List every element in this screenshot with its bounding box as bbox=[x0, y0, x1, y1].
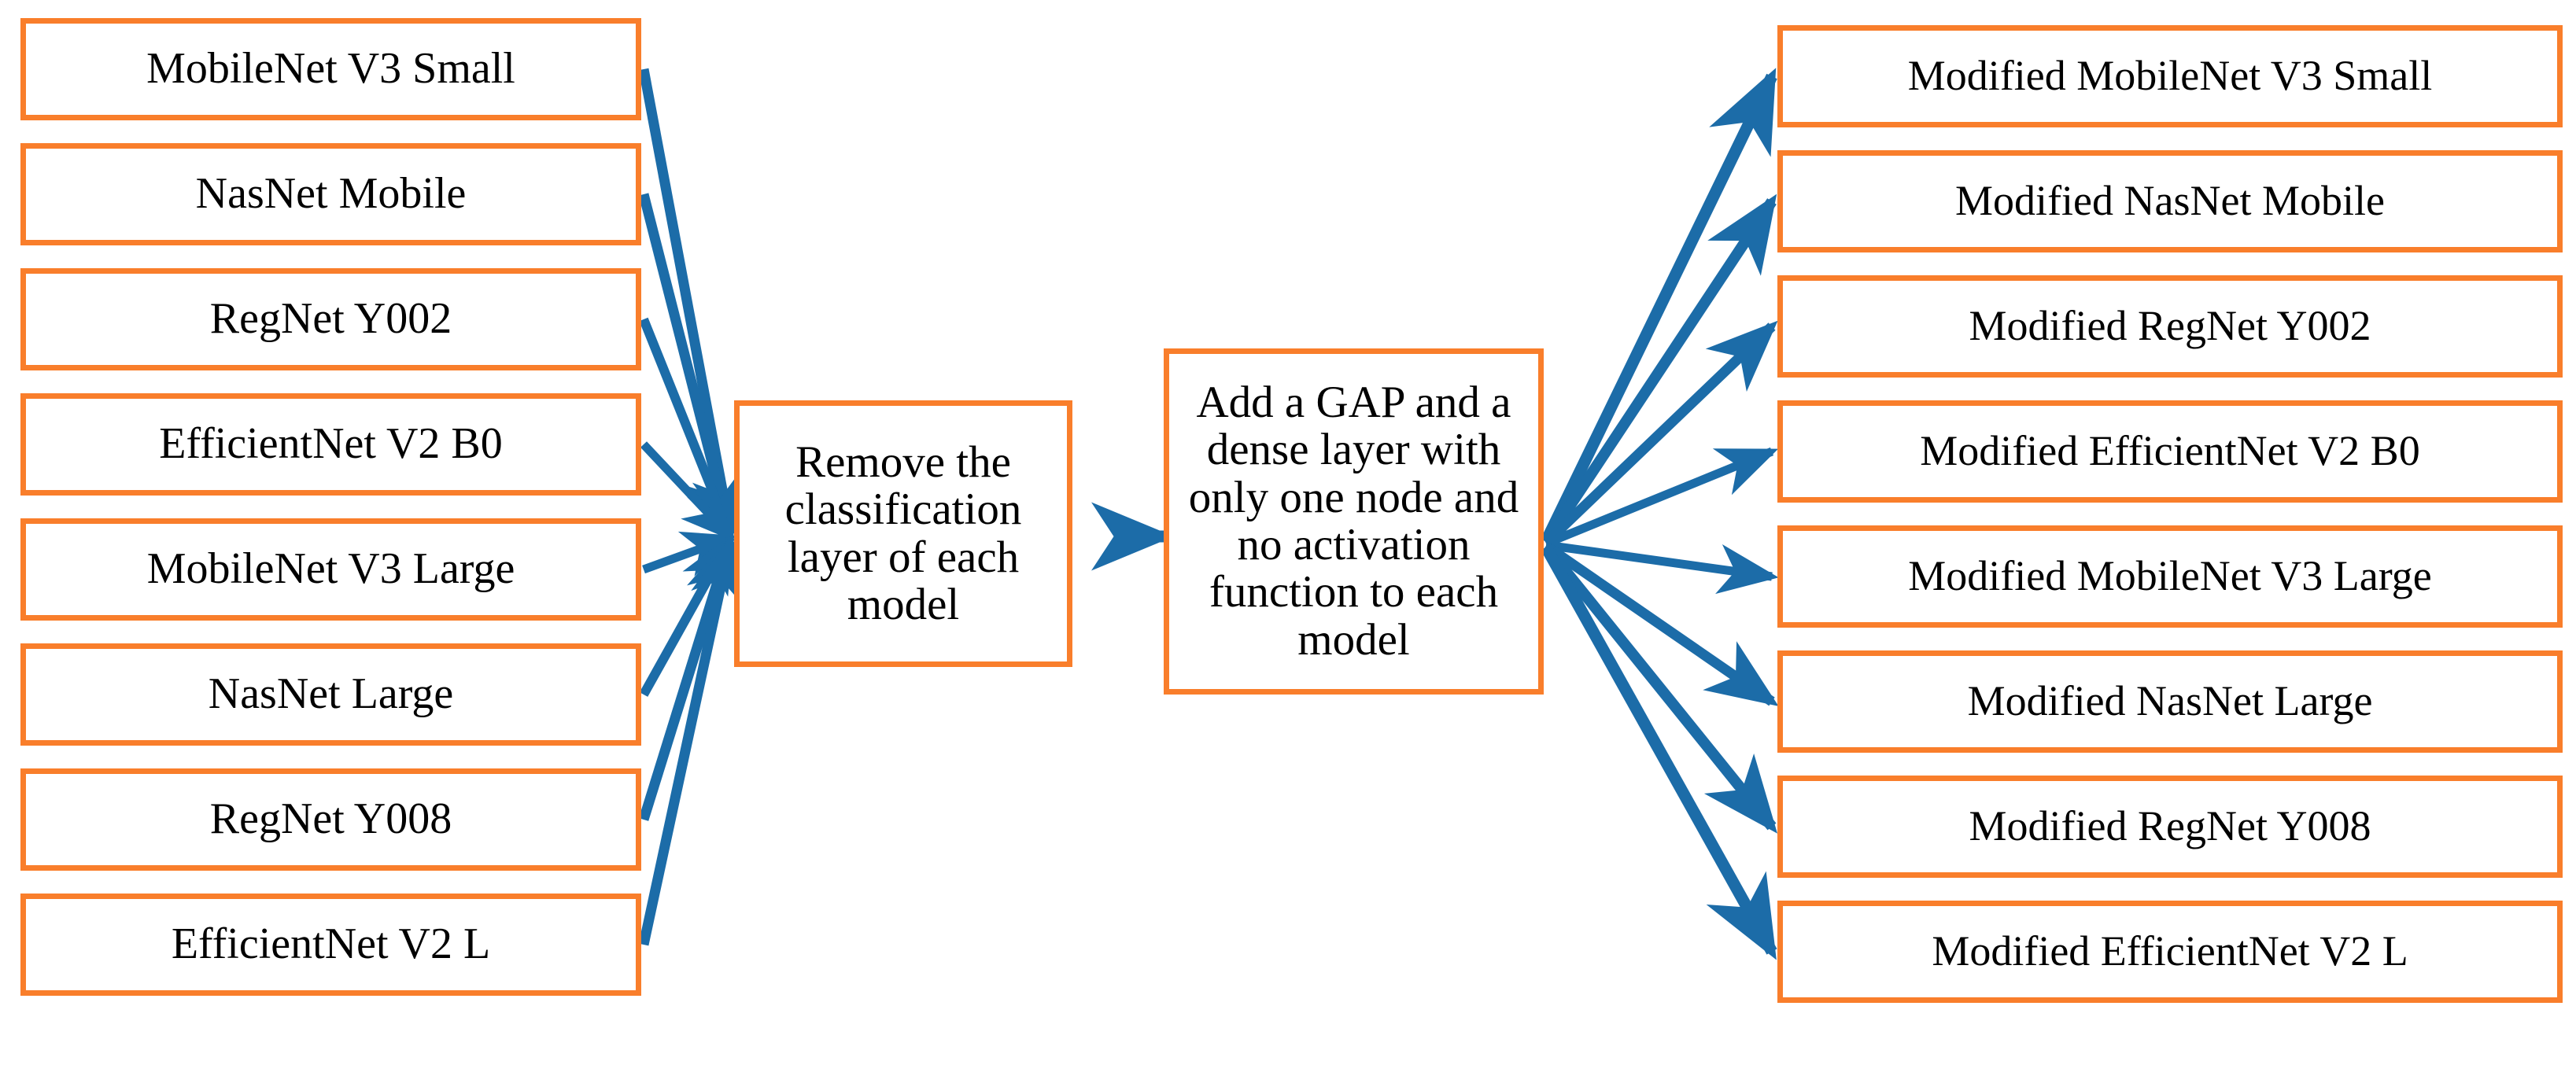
process-step-label: Add a GAP and a dense layer with only on… bbox=[1188, 377, 1519, 665]
arrow-regnet-y008-to-remove bbox=[638, 533, 741, 821]
modified-model-box-regnet-y002[interactable]: Modified RegNet Y002 bbox=[1777, 275, 2563, 378]
modified-model-box-nasnet-mobile[interactable]: Modified NasNet Mobile bbox=[1777, 150, 2563, 252]
modified-model-label: Modified MobileNet V3 Large bbox=[1908, 552, 2432, 600]
source-model-box-efficientnet-v2-l[interactable]: EfficientNet V2 L bbox=[20, 894, 641, 996]
process-step-label: Remove the classification layer of each … bbox=[784, 437, 1022, 629]
arrow-add-to-modified-regnet-y008 bbox=[1541, 543, 1778, 834]
source-model-label: EfficientNet V2 L bbox=[171, 919, 491, 969]
process-step-box-remove-classification-layer[interactable]: Remove the classification layer of each … bbox=[734, 400, 1072, 667]
source-model-box-regnet-y008[interactable]: RegNet Y008 bbox=[20, 768, 641, 871]
arrow-nasnet-mobile-to-remove bbox=[638, 193, 744, 542]
arrow-add-to-modified-nasnet-large bbox=[1543, 541, 1779, 706]
arrow-add-to-modified-nasnet-mobile bbox=[1541, 193, 1777, 545]
arrow-mobilenet-v3-large-to-remove bbox=[642, 531, 737, 577]
source-model-box-nasnet-mobile[interactable]: NasNet Mobile bbox=[20, 143, 641, 245]
modified-model-label: Modified EfficientNet V2 L bbox=[1932, 927, 2408, 975]
arrow-nasnet-large-to-remove bbox=[639, 532, 735, 697]
modified-model-label: Modified EfficientNet V2 B0 bbox=[1920, 427, 2420, 475]
source-model-label: NasNet Large bbox=[208, 669, 454, 719]
source-model-label: NasNet Mobile bbox=[195, 169, 467, 219]
modified-model-box-efficientnet-v2-l[interactable]: Modified EfficientNet V2 L bbox=[1777, 901, 2563, 1003]
modified-model-box-mobilenet-v3-small[interactable]: Modified MobileNet V3 Small bbox=[1777, 25, 2563, 127]
arrow-add-to-modified-mobilenet-v3-large bbox=[1545, 540, 1779, 595]
arrow-mobilenet-v3-small-to-remove bbox=[638, 68, 748, 540]
source-model-label: RegNet Y008 bbox=[209, 794, 452, 844]
modified-model-label: Modified NasNet Large bbox=[1967, 677, 2373, 725]
arrow-add-to-modified-regnet-y002 bbox=[1542, 320, 1778, 547]
process-step-box-add-gap-and-dense-layer[interactable]: Add a GAP and a dense layer with only on… bbox=[1164, 348, 1544, 695]
arrow-add-to-modified-efficientnet-v2-l bbox=[1541, 544, 1777, 960]
source-model-label: MobileNet V3 Large bbox=[146, 544, 515, 594]
modified-model-box-nasnet-large[interactable]: Modified NasNet Large bbox=[1777, 650, 2563, 753]
modified-model-label: Modified RegNet Y002 bbox=[1969, 302, 2371, 350]
modified-model-label: Modified MobileNet V3 Small bbox=[1907, 52, 2433, 100]
arrow-add-to-modified-mobilenet-v3-small bbox=[1541, 68, 1777, 544]
source-model-box-regnet-y002[interactable]: RegNet Y002 bbox=[20, 268, 641, 370]
modified-model-box-efficientnet-v2-b0[interactable]: Modified EfficientNet V2 B0 bbox=[1777, 400, 2563, 503]
arrow-efficientnet-v2-b0-to-remove bbox=[640, 441, 736, 542]
source-model-box-efficientnet-v2-b0[interactable]: EfficientNet V2 B0 bbox=[20, 393, 641, 496]
source-model-label: MobileNet V3 Small bbox=[146, 44, 515, 94]
modified-model-label: Modified NasNet Mobile bbox=[1955, 177, 2385, 225]
source-model-label: RegNet Y002 bbox=[209, 294, 452, 344]
source-model-box-nasnet-large[interactable]: NasNet Large bbox=[20, 643, 641, 746]
arrow-regnet-y002-to-remove bbox=[639, 317, 736, 542]
arrow-efficientnet-v2-l-to-remove bbox=[638, 534, 747, 946]
modified-model-box-mobilenet-v3-large[interactable]: Modified MobileNet V3 Large bbox=[1777, 525, 2563, 628]
source-model-box-mobilenet-v3-large[interactable]: MobileNet V3 Large bbox=[20, 518, 641, 621]
arrow-add-to-modified-efficientnet-v2-b0 bbox=[1544, 447, 1779, 548]
modified-model-box-regnet-y008[interactable]: Modified RegNet Y008 bbox=[1777, 776, 2563, 878]
source-model-label: EfficientNet V2 B0 bbox=[159, 419, 503, 469]
source-model-box-mobilenet-v3-small[interactable]: MobileNet V3 Small bbox=[20, 18, 641, 120]
modified-model-label: Modified RegNet Y008 bbox=[1969, 802, 2371, 850]
